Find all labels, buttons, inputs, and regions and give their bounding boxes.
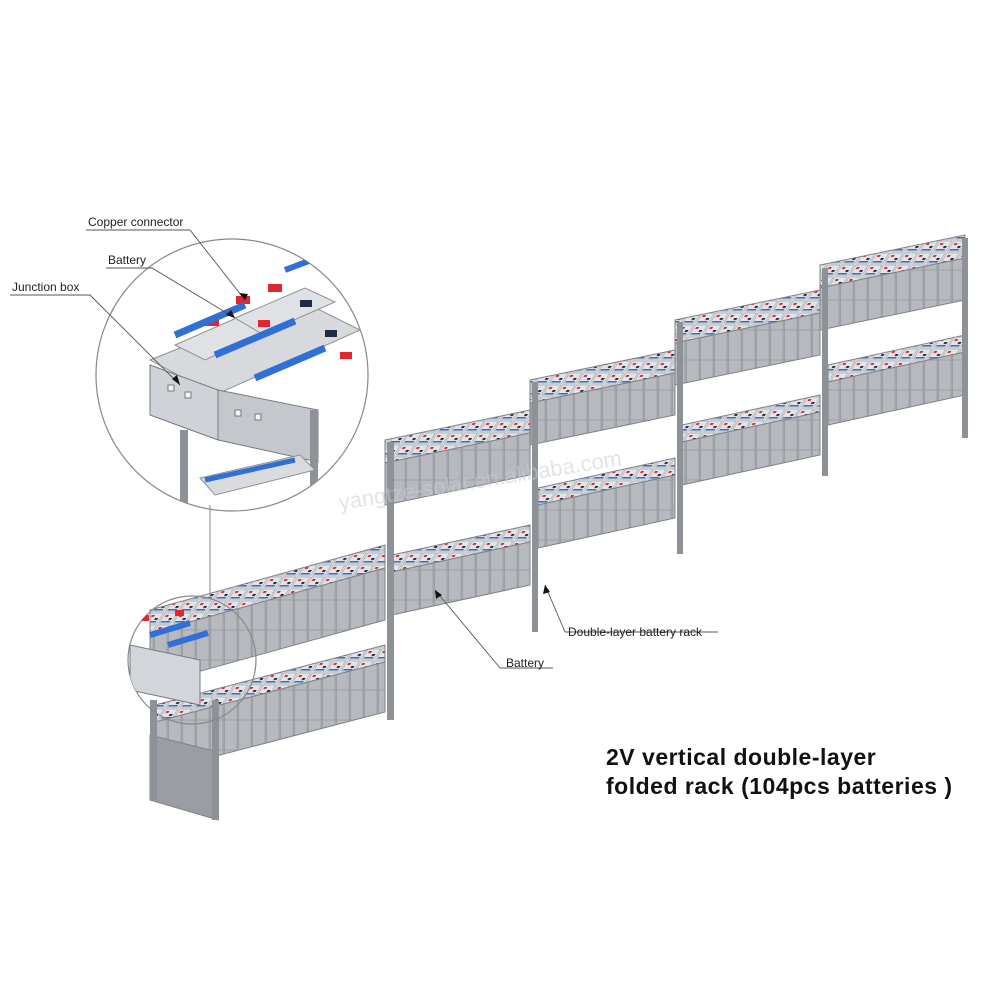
title-line-1: 2V vertical double-layer: [606, 744, 877, 770]
zoom-junction-box: [149, 364, 319, 463]
callout-arrowheads: [172, 293, 550, 599]
label-junction-box: Junction box: [12, 280, 79, 294]
rack-segment-4: [819, 234, 968, 476]
rack-segment-3: [674, 289, 821, 554]
zoom-detail-junction-box: [95, 238, 369, 512]
zoom-battery-tops: [173, 252, 352, 382]
rack-segment-2: [529, 349, 676, 632]
label-battery-top: Battery: [108, 253, 146, 267]
rack-segment-1: [384, 409, 531, 720]
label-battery-bottom: Battery: [506, 656, 544, 670]
label-copper-connector: Copper connector: [88, 215, 183, 229]
title-line-2: folded rack (104pcs batteries ): [606, 773, 953, 799]
label-double-layer-rack: Double-layer battery rack: [568, 625, 703, 639]
rack-segment-0: [149, 544, 386, 821]
callout-lines: [10, 229, 718, 669]
zoom-origin-circle: [127, 595, 257, 725]
